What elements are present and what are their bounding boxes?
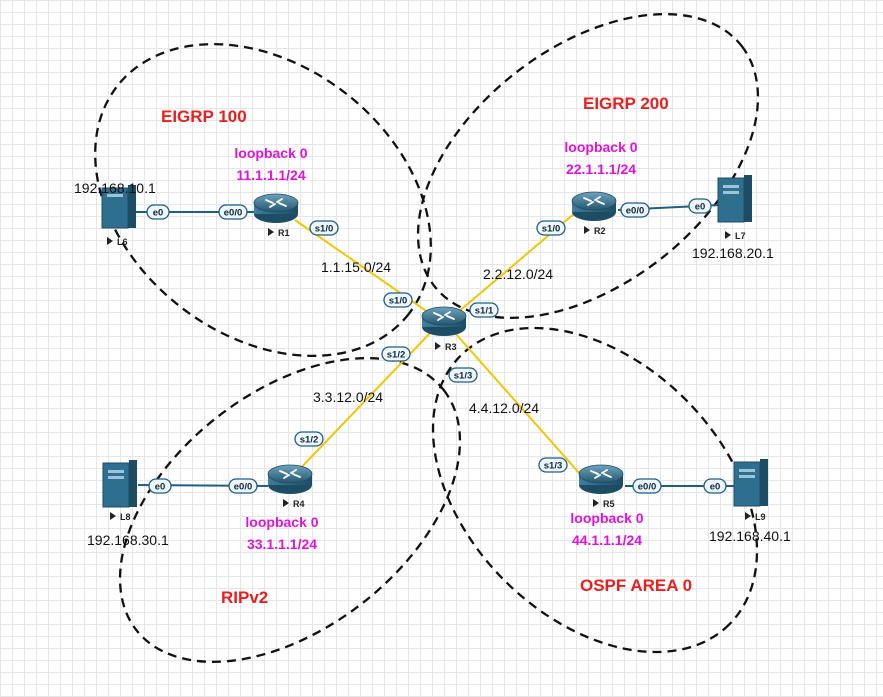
zone-title-ospf: OSPF AREA 0 bbox=[580, 576, 692, 595]
host-l9-ip: 192.168.40.1 bbox=[709, 528, 791, 544]
iface-l9-e0: e0 bbox=[703, 478, 727, 494]
label-l7: L7 bbox=[725, 231, 746, 241]
zone-title-eigrp200: EIGRP 200 bbox=[583, 94, 669, 113]
svg-text:s1/2: s1/2 bbox=[387, 350, 406, 361]
zone-eigrp100-boundary bbox=[94, 42, 432, 358]
svg-text:R4: R4 bbox=[293, 499, 305, 509]
svg-text:e0/0: e0/0 bbox=[234, 482, 253, 493]
svg-text:e0/0: e0/0 bbox=[626, 206, 645, 217]
host-l7-ip: 192.168.20.1 bbox=[692, 245, 774, 261]
iface-r3-s12: s1/2 bbox=[381, 346, 411, 362]
svg-text:e0: e0 bbox=[710, 482, 721, 493]
svg-text:L6: L6 bbox=[117, 237, 128, 247]
r1-loopback-ip: 11.1.1.1/24 bbox=[236, 167, 306, 183]
svg-text:e0/0: e0/0 bbox=[224, 208, 243, 219]
iface-r1-s10: s1/0 bbox=[309, 220, 339, 236]
r4-loopback-name: loopback 0 bbox=[245, 514, 318, 530]
iface-r2-s10: s1/0 bbox=[536, 220, 566, 236]
iface-l7-e0: e0 bbox=[688, 198, 712, 214]
svg-text:s1/0: s1/0 bbox=[542, 224, 561, 235]
host-l9[interactable] bbox=[733, 459, 768, 507]
svg-text:L8: L8 bbox=[120, 512, 131, 522]
r2-loopback-name: loopback 0 bbox=[564, 139, 637, 155]
network-r4-r3: 3.3.12.0/24 bbox=[313, 389, 383, 405]
svg-text:e0/0: e0/0 bbox=[638, 482, 657, 493]
r1-loopback-name: loopback 0 bbox=[234, 145, 307, 161]
link-r5-r3 bbox=[454, 332, 581, 475]
svg-text:L7: L7 bbox=[735, 231, 746, 241]
iface-r1-e00: e0/0 bbox=[218, 204, 248, 220]
r2-loopback-ip: 22.1.1.1/24 bbox=[566, 161, 636, 177]
label-r4: R4 bbox=[283, 499, 305, 509]
iface-r4-s12: s1/2 bbox=[294, 431, 324, 447]
router-r3[interactable] bbox=[421, 306, 467, 336]
svg-text:s1/1: s1/1 bbox=[475, 306, 494, 317]
r4-loopback-ip: 33.1.1.1/24 bbox=[247, 536, 317, 552]
svg-text:R1: R1 bbox=[278, 228, 290, 238]
svg-text:s1/0: s1/0 bbox=[389, 296, 408, 307]
label-l8: L8 bbox=[110, 512, 131, 522]
svg-text:s1/3: s1/3 bbox=[544, 461, 563, 472]
iface-l8-e0: e0 bbox=[148, 478, 172, 494]
svg-text:R5: R5 bbox=[603, 499, 615, 509]
label-r5: R5 bbox=[593, 499, 615, 509]
r5-loopback-name: loopback 0 bbox=[570, 510, 643, 526]
router-r2[interactable] bbox=[571, 191, 617, 221]
zone-ripv2-boundary bbox=[118, 356, 462, 664]
iface-r2-e00: e0/0 bbox=[620, 202, 650, 218]
label-l9: L9 bbox=[745, 512, 766, 522]
network-r1-r3: 1.1.15.0/24 bbox=[321, 259, 391, 275]
iface-r3-s10: s1/0 bbox=[383, 292, 413, 308]
label-l6: L6 bbox=[107, 237, 128, 247]
svg-text:e0: e0 bbox=[695, 202, 706, 213]
svg-text:L9: L9 bbox=[755, 512, 766, 522]
iface-r5-e00: e0/0 bbox=[632, 478, 662, 494]
svg-text:R2: R2 bbox=[594, 226, 606, 236]
svg-text:s1/3: s1/3 bbox=[454, 371, 473, 382]
svg-text:e0: e0 bbox=[155, 482, 166, 493]
iface-r3-s13: s1/3 bbox=[448, 367, 478, 383]
svg-text:s1/0: s1/0 bbox=[315, 224, 334, 235]
router-r4[interactable] bbox=[267, 464, 313, 494]
host-l6-ip: 192.168.10.1 bbox=[74, 180, 156, 196]
router-r5[interactable] bbox=[578, 464, 624, 494]
svg-text:R3: R3 bbox=[445, 342, 457, 352]
svg-text:s1/2: s1/2 bbox=[300, 435, 319, 446]
router-r1[interactable] bbox=[253, 193, 299, 223]
network-r2-r3: 2.2.12.0/24 bbox=[483, 266, 553, 282]
zone-title-eigrp100: EIGRP 100 bbox=[161, 107, 247, 126]
host-l8-ip: 192.168.30.1 bbox=[87, 532, 169, 548]
network-r5-r3: 4.4.12.0/24 bbox=[469, 400, 539, 416]
zone-eigrp200-boundary bbox=[416, 12, 760, 320]
host-l8[interactable] bbox=[102, 460, 137, 508]
iface-l6-e0: e0 bbox=[146, 204, 170, 220]
iface-r5-s13: s1/3 bbox=[538, 457, 568, 473]
zone-ospf-boundary bbox=[431, 326, 759, 654]
label-r3: R3 bbox=[435, 342, 457, 352]
r5-loopback-ip: 44.1.1.1/24 bbox=[572, 532, 642, 548]
label-r2: R2 bbox=[584, 226, 606, 236]
label-r1: R1 bbox=[268, 228, 290, 238]
svg-text:e0: e0 bbox=[153, 208, 164, 219]
iface-r4-e00: e0/0 bbox=[228, 478, 258, 494]
host-l6[interactable] bbox=[101, 185, 136, 229]
host-l7[interactable] bbox=[717, 175, 752, 223]
zone-title-ripv2: RIPv2 bbox=[221, 588, 268, 607]
iface-r3-s11: s1/1 bbox=[469, 302, 499, 318]
